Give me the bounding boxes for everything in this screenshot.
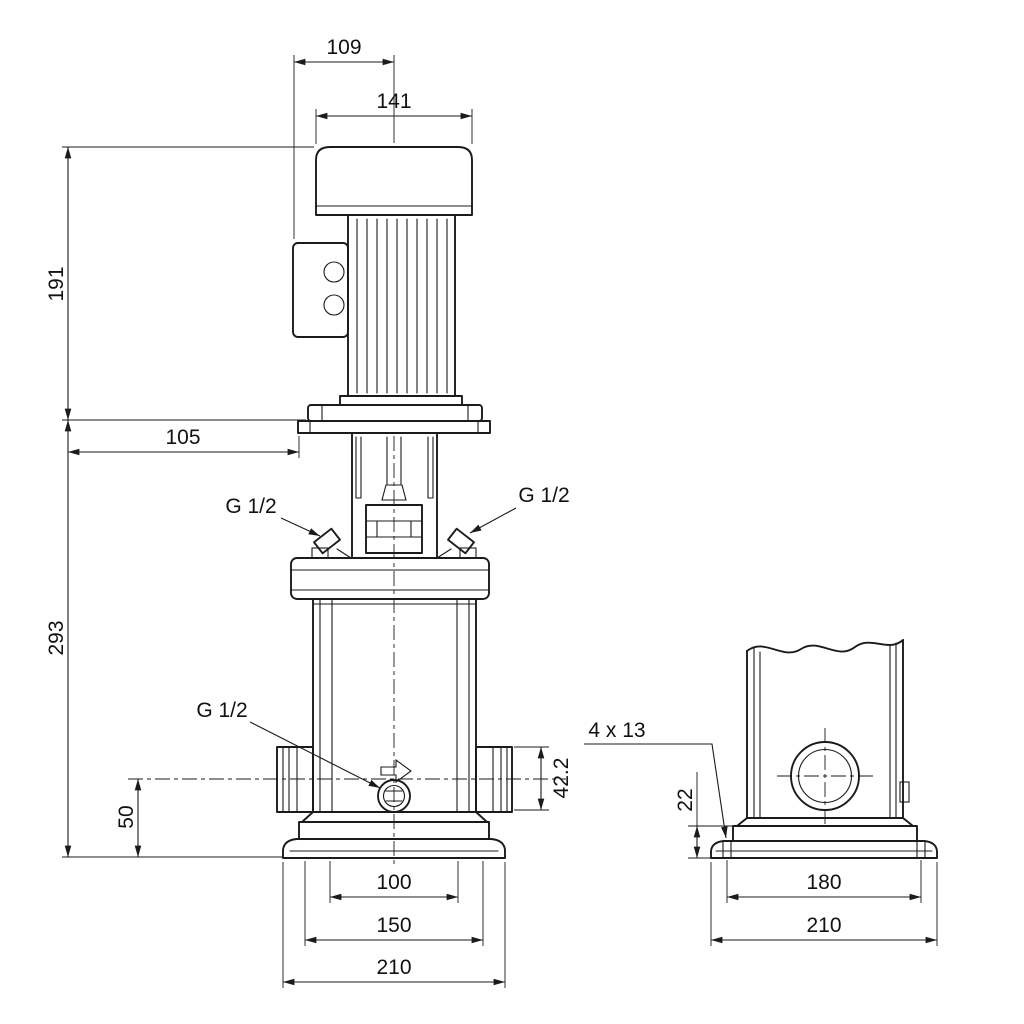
dim-210-front-label: 210 bbox=[376, 956, 411, 979]
shaft-seal bbox=[381, 484, 407, 501]
drain-plug-label: G 1/2 bbox=[196, 699, 247, 722]
cable-entry-hole bbox=[323, 294, 345, 316]
dimensions-front: 109 141 191 293 105 G 1/2 bbox=[45, 36, 573, 988]
label-vent-plug-left: G 1/2 bbox=[225, 495, 321, 537]
side-sleeve bbox=[736, 639, 914, 827]
cable-entry-hole bbox=[323, 261, 345, 283]
dim-105: 105 bbox=[67, 426, 300, 458]
drain-plug bbox=[377, 779, 411, 813]
pump-head-top bbox=[297, 420, 491, 434]
vent-plug-left bbox=[311, 527, 352, 559]
side-base bbox=[710, 825, 938, 859]
nameplate bbox=[899, 781, 910, 803]
dim-50-label: 50 bbox=[115, 805, 138, 828]
dim-141: 141 bbox=[315, 90, 473, 144]
dim-210-front: 210 bbox=[282, 862, 506, 988]
chamber-stack bbox=[301, 598, 488, 823]
dim-100: 100 bbox=[329, 861, 459, 903]
dim-150: 150 bbox=[304, 861, 484, 946]
coupling bbox=[365, 504, 423, 554]
dim-191: 191 bbox=[45, 146, 314, 421]
motor-body bbox=[347, 214, 456, 397]
dim-150-label: 150 bbox=[376, 914, 411, 937]
dim-50: 50 bbox=[115, 778, 142, 858]
side-view bbox=[710, 639, 938, 859]
coupling-section bbox=[351, 432, 438, 559]
pump-base bbox=[282, 821, 506, 859]
motor-terminal-box bbox=[292, 242, 349, 338]
side-port bbox=[777, 728, 873, 824]
outlet-port bbox=[475, 746, 513, 813]
vent-plug-left-label: G 1/2 bbox=[225, 495, 276, 518]
label-drain-plug: G 1/2 bbox=[196, 699, 381, 789]
dim-293-label: 293 bbox=[45, 620, 68, 655]
dim-22: 22 bbox=[674, 772, 733, 859]
dim-180: 180 bbox=[726, 860, 922, 903]
vent-plug-right-label: G 1/2 bbox=[518, 484, 569, 507]
dim-109-label: 109 bbox=[326, 36, 361, 59]
dim-base-holes: 4 x 13 bbox=[584, 719, 728, 839]
dim-210-side: 210 bbox=[710, 862, 938, 946]
dim-42-2: 42.2 bbox=[514, 746, 573, 811]
dim-105-label: 105 bbox=[165, 426, 200, 449]
motor-flange bbox=[307, 395, 483, 422]
base-holes-label: 4 x 13 bbox=[588, 719, 645, 742]
dim-42-2-label: 42.2 bbox=[550, 758, 573, 799]
dim-293: 293 bbox=[45, 419, 283, 858]
dim-191-label: 191 bbox=[45, 266, 68, 301]
dim-100-label: 100 bbox=[376, 871, 411, 894]
dim-141-label: 141 bbox=[376, 90, 411, 113]
flow-direction-arrow-icon bbox=[380, 758, 412, 784]
dim-180-label: 180 bbox=[806, 871, 841, 894]
dim-22-label: 22 bbox=[674, 788, 697, 811]
inlet-port bbox=[276, 746, 314, 813]
dim-109: 109 bbox=[293, 36, 395, 239]
head-flange bbox=[290, 557, 490, 600]
label-vent-plug-right: G 1/2 bbox=[469, 484, 570, 534]
dim-210-side-label: 210 bbox=[806, 914, 841, 937]
front-view bbox=[128, 146, 566, 868]
motor-fan-cover bbox=[315, 146, 473, 216]
dimensions-side: 4 x 13 22 180 210 bbox=[584, 719, 938, 946]
break-line bbox=[746, 639, 904, 654]
